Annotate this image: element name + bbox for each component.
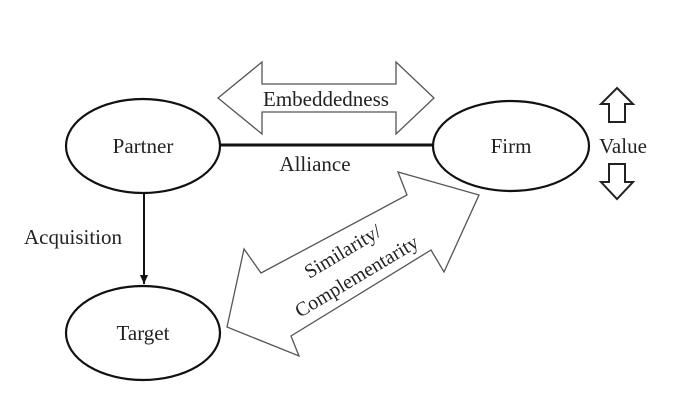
target-label: Target	[117, 321, 170, 345]
partner-node	[64, 97, 222, 195]
acquisition-label: Acquisition	[24, 225, 122, 249]
embeddedness-label: Embeddedness	[263, 87, 389, 111]
firm-label: Firm	[491, 134, 532, 158]
firm-node	[431, 99, 591, 193]
alliance-label: Alliance	[279, 152, 350, 176]
value-label: Value	[599, 134, 647, 158]
partner-label: Partner	[113, 134, 174, 158]
target-node	[64, 284, 222, 382]
value-up-arrow-icon	[598, 86, 636, 123]
value-down-arrow-icon	[598, 163, 636, 201]
embeddedness-arrow	[216, 60, 435, 136]
similarity-arrow	[226, 171, 480, 358]
